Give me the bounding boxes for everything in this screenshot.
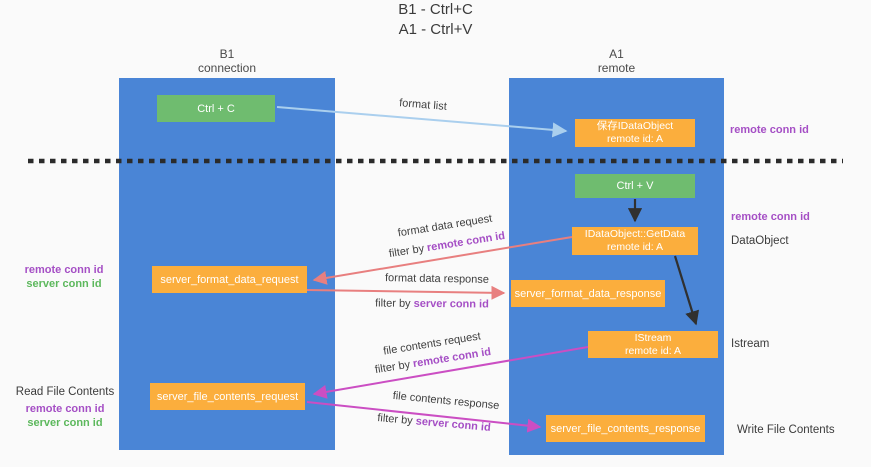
right-remote-conn-id-mid: remote conn id: [731, 211, 810, 223]
server-format-data-request-box: server_format_data_request: [152, 266, 307, 293]
right-dataobject-label: DataObject: [731, 235, 789, 247]
left-server-conn-id-top: server conn id: [26, 278, 102, 290]
file-contents-response-label: file contents response: [392, 389, 500, 413]
server-file-contents-response-label: server_file_contents_response: [550, 422, 701, 435]
lane-b1-name: B1: [219, 47, 235, 61]
save-dataobject-line1: 保存IDataObject: [596, 120, 674, 132]
filter-by-text-4: filter by: [376, 412, 414, 428]
diagram-title: B1 - Ctrl+C A1 - Ctrl+V: [0, 0, 871, 40]
server-file-contents-request-label: server_file_contents_request: [156, 390, 299, 403]
ctrl-c-box: Ctrl + C: [157, 95, 275, 122]
ctrl-c-label: Ctrl + C: [197, 102, 235, 115]
getdata-line2: remote id: A: [606, 241, 664, 253]
lane-a1-role: remote: [597, 61, 636, 75]
save-dataobject-line2: remote id: A: [606, 133, 664, 145]
istream-box: IStream remote id: A: [588, 331, 718, 358]
filter-by-text-1: filter by: [388, 242, 426, 261]
filter-remote-conn-id-1: remote conn id: [426, 229, 506, 255]
lane-header-a1: A1 remote: [509, 47, 724, 75]
filter-server-conn-id-2: server conn id: [413, 297, 489, 311]
left-remote-conn-id-bottom: remote conn id: [25, 403, 105, 415]
title-line-2: A1 - Ctrl+V: [398, 21, 473, 38]
server-format-data-request-label: server_format_data_request: [160, 273, 299, 286]
left-read-file-contents-label: Read File Contents: [15, 386, 115, 398]
lane-b1-role: connection: [197, 61, 257, 75]
format-data-response-label: format data response: [384, 272, 490, 286]
getdata-box: IDataObject::GetData remote id: A: [572, 227, 698, 255]
filter-by-text-2: filter by: [375, 297, 411, 310]
filter-server-conn-id-4: server conn id: [415, 415, 492, 434]
ctrl-v-label: Ctrl + V: [616, 180, 654, 192]
format-data-response-filter-label: filter by server conn id: [375, 298, 489, 311]
server-format-data-response-box: server_format_data_response: [511, 280, 665, 307]
left-server-conn-id-bottom: server conn id: [27, 417, 103, 429]
right-write-file-contents-label: Write File Contents: [737, 424, 835, 436]
server-format-data-response-label: server_format_data_response: [514, 287, 662, 300]
right-istream-label: Istream: [731, 338, 770, 350]
lane-header-b1: B1 connection: [119, 47, 335, 75]
left-remote-conn-id-top: remote conn id: [24, 264, 104, 276]
left-file-labels-bottom: Read File Contents remote conn id server…: [14, 385, 116, 430]
server-file-contents-request-box: server_file_contents_request: [150, 383, 305, 410]
format-data-response-arrow: [306, 285, 506, 300]
istream-line1: IStream: [634, 331, 672, 344]
save-dataobject-box: 保存IDataObject remote id: A: [575, 119, 695, 147]
title-line-1: B1 - Ctrl+C: [398, 1, 473, 18]
server-file-contents-response-box: server_file_contents_response: [546, 415, 705, 442]
getdata-line1: IDataObject::GetData: [584, 228, 686, 240]
format-list-label: format list: [398, 97, 448, 113]
left-conn-id-labels-top: remote conn id server conn id: [14, 263, 114, 291]
right-remote-conn-id-top: remote conn id: [730, 124, 809, 136]
filter-by-text-3: filter by: [374, 358, 412, 377]
ctrl-v-box: Ctrl + V: [575, 174, 695, 198]
lane-a1-name: A1: [609, 47, 624, 61]
istream-line2: remote id: A: [624, 344, 682, 357]
file-contents-response-filter-label: filter by server conn id: [377, 412, 491, 434]
